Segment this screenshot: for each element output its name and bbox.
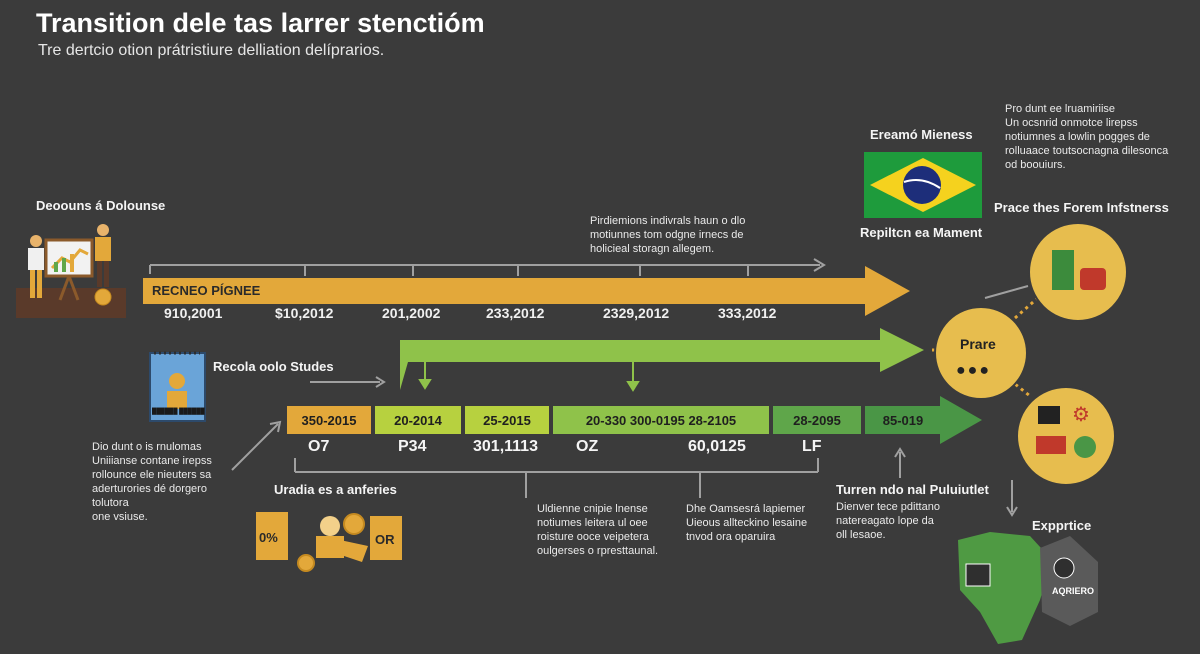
people-circle: Prare ●●●	[934, 306, 1028, 400]
top-note: Pirdiemions indivrals haun o dlo motiunn…	[590, 215, 746, 255]
notebook-icon	[149, 351, 206, 422]
percent-badge: 0%	[259, 530, 278, 545]
segment-text: 25-2015	[483, 412, 531, 428]
year-label: $10,2012	[275, 305, 334, 321]
year-label: 910,2001	[164, 305, 223, 321]
green-timeline-arrow-head	[940, 396, 982, 444]
timeline-segment: 28-2095	[773, 406, 861, 434]
people-circle-label: Prare	[960, 336, 996, 352]
expertise-label: Expprtice	[1032, 518, 1092, 533]
timeline-segment: 20-330 300-0195 28-2105	[553, 406, 769, 434]
map-graphic	[958, 532, 1098, 644]
monitor-icon	[1038, 406, 1060, 424]
timeline-label: RECNEO PÍGNEE	[152, 283, 261, 298]
green-upper-arrow	[400, 328, 924, 390]
segment-text: 85-019	[882, 412, 924, 428]
year-label: 233,2012	[486, 305, 545, 321]
page-title: Transition dele tas larrer stenctióm	[36, 8, 485, 38]
orange-timeline-arrow	[143, 266, 910, 316]
studies-icon-caption: ██████ ██████	[152, 409, 205, 415]
segment-text: 20-2014	[394, 412, 442, 428]
building-icon	[1052, 250, 1074, 290]
year-label: 201,2002	[382, 305, 441, 321]
segment-code: P34	[398, 438, 427, 455]
circle-caption: Prace thes Forem Infstnerss	[994, 200, 1169, 215]
presentation-label: Deoouns á Dolounse	[36, 198, 166, 213]
globe-icon	[1074, 436, 1096, 458]
down-arrows	[418, 362, 640, 392]
finance-icons	[256, 512, 402, 572]
presentation-illustration	[16, 224, 126, 318]
bottom-left-note: Dio dunt o is rnulomas Uniiianse contane…	[92, 441, 212, 523]
segment-code: O7	[308, 438, 330, 455]
timeline-segment: 350-2015	[287, 406, 371, 434]
segment-text: 20-330 300-0195 28-2105	[585, 412, 737, 428]
people-icon: ●●●	[956, 362, 991, 379]
or-badge: OR	[375, 532, 395, 547]
page-subtitle: Tre dertcio otion prátristiure delliatio…	[38, 42, 385, 59]
segment-text: 350-2015	[301, 412, 357, 428]
map-badge: AQRIERO	[1052, 586, 1095, 596]
segment-code: 301,1113	[473, 438, 538, 455]
segment-code: 60,0125	[688, 438, 746, 455]
timeline-segment: 85-019	[865, 406, 941, 434]
timeline-segment: 20-2014	[375, 406, 461, 434]
flag-caption-top: Ereamó Mieness	[870, 127, 973, 142]
bottom-right-label: Turren ndo nal Puluiutlet	[836, 482, 989, 497]
connector-arrows	[231, 285, 1029, 517]
truck-icon	[1036, 436, 1066, 454]
right-top-note: Pro dunt ee lruamiriise Un ocsnrid onmot…	[1005, 103, 1169, 171]
segment-code: LF	[802, 438, 822, 455]
segment-code: OZ	[576, 438, 599, 455]
segment-text: 28-2095	[793, 412, 841, 428]
dotted-connectors	[932, 294, 1041, 398]
bottom-mid-note: Dhe Oamsesrá lapiemer Uieous allteckino …	[686, 503, 808, 543]
factory-circle	[1028, 222, 1128, 322]
flag-caption-bottom: Repiltcn ea Mament	[860, 225, 983, 240]
year-label: 2329,2012	[603, 305, 670, 321]
gear-icon: ⚙	[1072, 404, 1090, 426]
studies-label: Recola oolo Studes	[213, 359, 334, 374]
top-timeline-line	[149, 258, 826, 276]
bottom-left-label: Uradia es a anferies	[274, 482, 397, 497]
year-label: 333,2012	[718, 305, 777, 321]
equipment-circle: ⚙	[1016, 386, 1116, 486]
timeline-segment: 25-2015	[465, 406, 549, 434]
bottom-right-note: Dienver tece pdittano natereagato lope d…	[836, 501, 940, 541]
bottom-mid-note: Uldienne cnipie lnense notiumes leitera …	[537, 503, 659, 557]
machine-icon	[1080, 268, 1106, 290]
brazil-flag	[864, 152, 982, 218]
